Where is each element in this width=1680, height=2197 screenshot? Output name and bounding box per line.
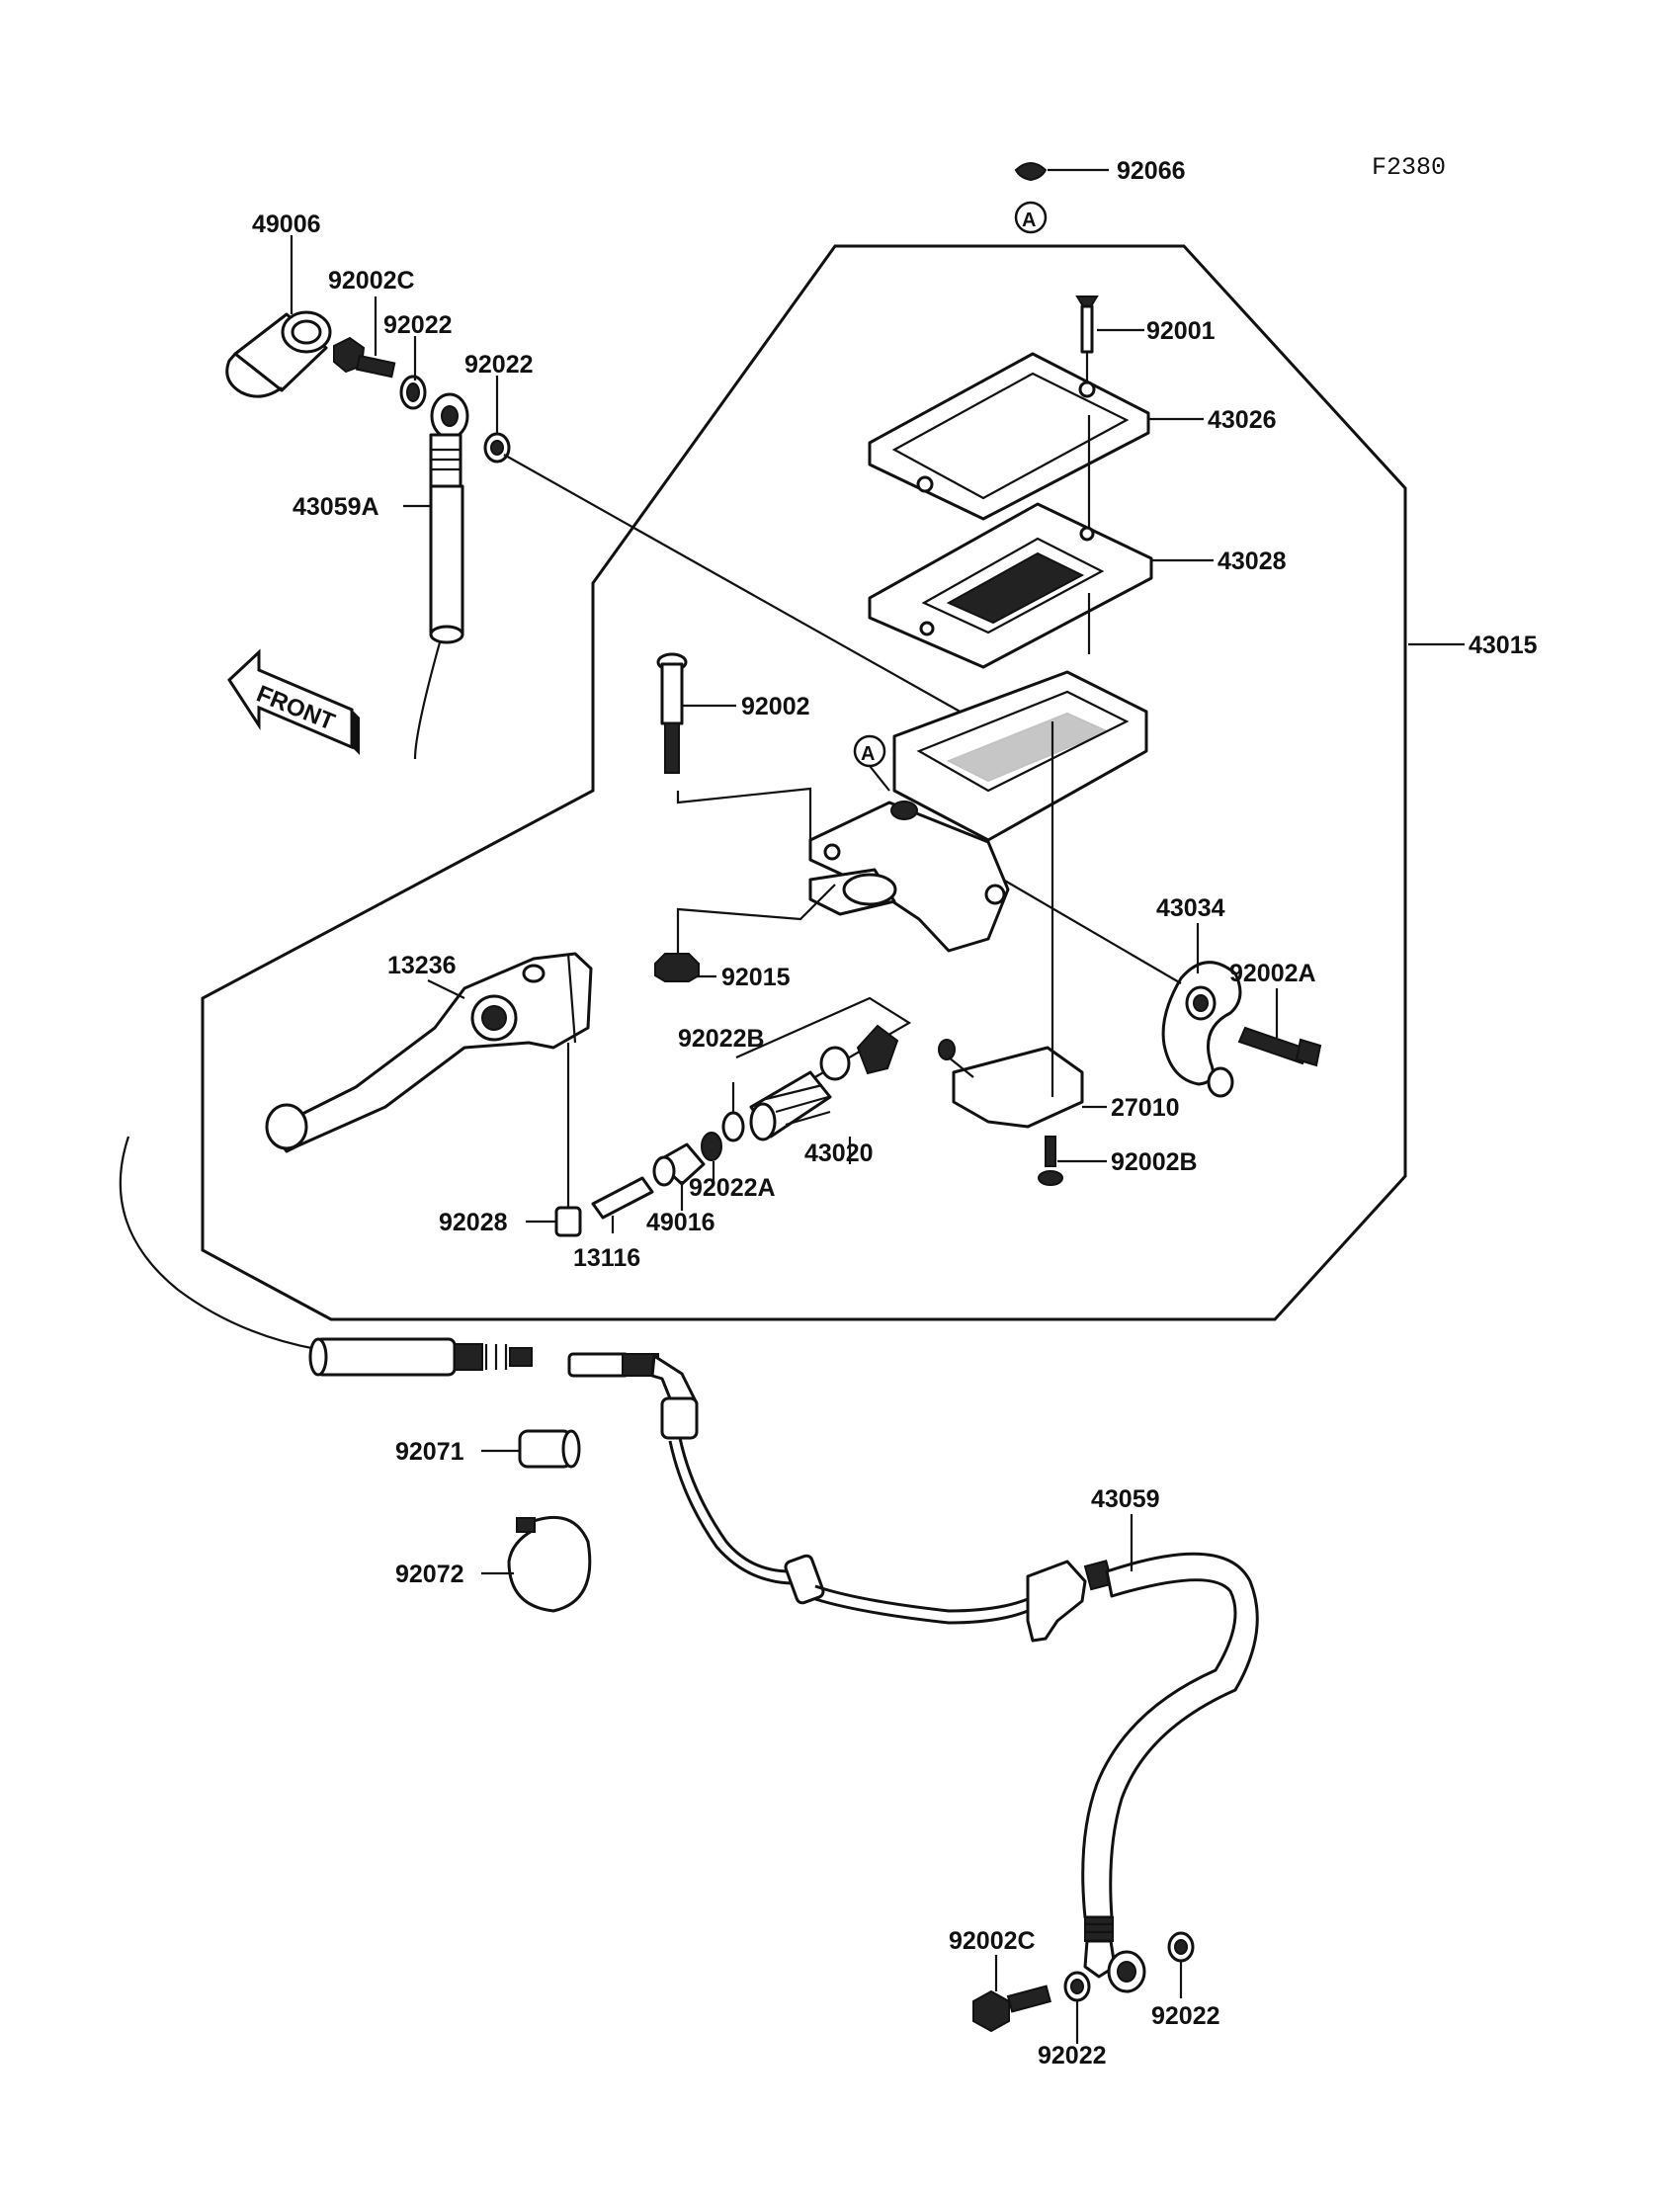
part-92022-washer-b [483, 432, 511, 464]
label-92002C-top: 92002C [328, 267, 415, 295]
part-92001-screw [1075, 296, 1099, 390]
label-92071: 92071 [395, 1438, 464, 1466]
part-92071-sleeve [518, 1429, 581, 1469]
label-43015: 43015 [1469, 632, 1538, 659]
part-13116-pushrod [591, 1176, 654, 1233]
part-92015-nut [654, 884, 836, 982]
label-43034: 43034 [1156, 894, 1225, 922]
label-13236: 13236 [387, 952, 457, 979]
part-49006-boot [225, 310, 332, 398]
label-92002C-bottom: 92002C [949, 1927, 1036, 1955]
part-92022A-seal [701, 1132, 722, 1161]
part-43026-cover [868, 352, 1150, 521]
part-master-cylinder-body [808, 670, 1148, 953]
front-arrow-icon: FRONT [227, 648, 360, 755]
label-43059A: 43059A [293, 493, 379, 521]
part-49016-boot [652, 1142, 706, 1211]
part-92002A-bolt [1237, 1026, 1322, 1067]
label-13116: 13116 [573, 1244, 640, 1272]
svg-text:A: A [861, 743, 875, 765]
part-hose-end-left [308, 1337, 533, 1377]
part-number-labels: 92066 49006 92002C 92022 92022 43059A 92… [252, 157, 1538, 2070]
diagram-code: F2380 [1372, 153, 1446, 182]
label-92022A: 92022A [689, 1174, 776, 1202]
label-92028: 92028 [439, 1209, 508, 1236]
part-hose-end-right [567, 1352, 1114, 1643]
label-92022-d: 92022 [1151, 2002, 1220, 2030]
label-49016: 49016 [646, 1209, 715, 1236]
part-43034-clamp [1161, 961, 1242, 1098]
label-92022-a: 92022 [383, 311, 453, 339]
label-92002B: 92002B [1111, 1148, 1198, 1176]
part-92002C-bolt-top [333, 336, 396, 379]
label-92002: 92002 [741, 693, 810, 720]
part-92028-pin [554, 1206, 582, 1237]
label-27010: 27010 [1111, 1094, 1180, 1122]
label-92066: 92066 [1117, 157, 1186, 185]
ref-marker-a-top: A [1014, 201, 1048, 234]
part-43059A-hose [413, 433, 464, 760]
assembly-43015-boundary [201, 244, 1407, 1321]
part-92022-washer-d [1167, 1931, 1195, 1963]
part-43059-hose [1081, 1552, 1259, 1993]
part-43028-diaphragm [868, 502, 1153, 669]
part-92022-washer-a [399, 375, 427, 410]
label-92022B: 92022B [678, 1025, 765, 1053]
part-13236-lever [265, 952, 593, 1211]
label-43026: 43026 [1208, 406, 1277, 434]
part-92002C-bolt-bottom [972, 1985, 1052, 2033]
label-92001: 92001 [1146, 317, 1216, 345]
part-92066-cap [1014, 162, 1109, 182]
part-92022-washer-c [1063, 1971, 1091, 2002]
svg-text:A: A [1022, 210, 1036, 231]
label-92002A: 92002A [1229, 960, 1316, 987]
part-banjo-fitting-top [430, 392, 469, 440]
part-27010-switch [938, 721, 1084, 1129]
label-92022-c: 92022 [1038, 2042, 1107, 2070]
callout-leaders [290, 235, 1465, 2044]
label-92015: 92015 [721, 964, 791, 991]
label-92072: 92072 [395, 1561, 464, 1588]
part-92002-pivot-bolt [656, 652, 812, 850]
ref-marker-a-body: A [853, 734, 890, 792]
part-92002B-screw [1038, 1136, 1063, 1186]
label-43020: 43020 [804, 1140, 874, 1167]
part-92072-clip [507, 1515, 592, 1613]
part-43020-piston-assembly [735, 996, 912, 1164]
label-49006: 49006 [252, 211, 321, 238]
part-92022B-washer [721, 1082, 745, 1142]
label-92022-b: 92022 [464, 351, 534, 379]
label-43059: 43059 [1091, 1485, 1160, 1513]
label-43028: 43028 [1218, 548, 1287, 575]
